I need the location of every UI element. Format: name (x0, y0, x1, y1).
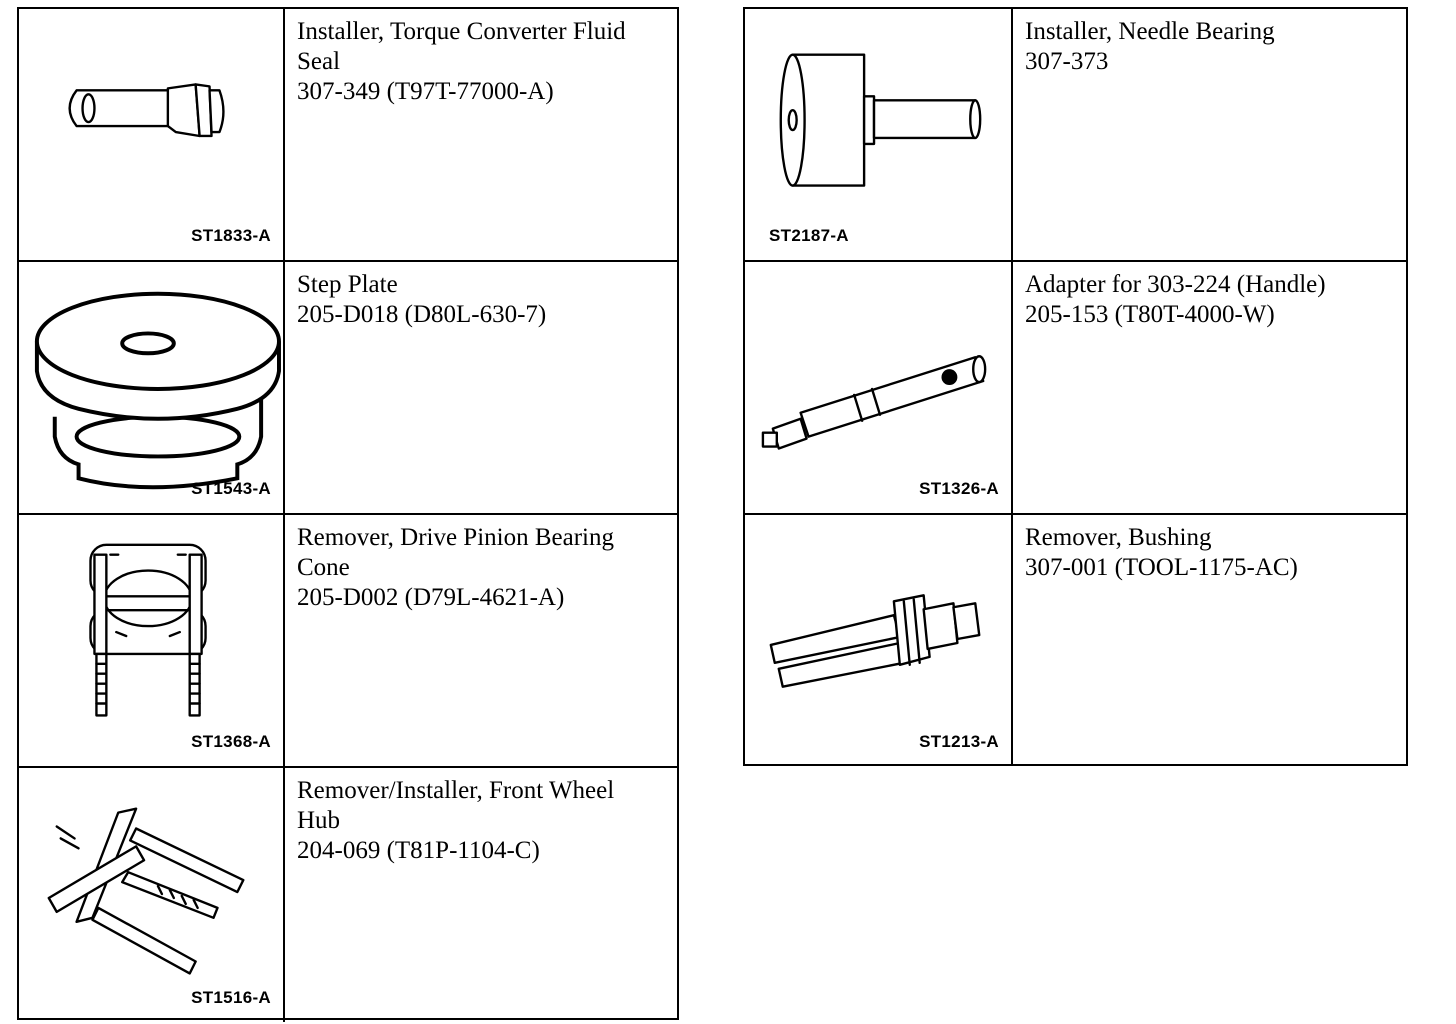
tool-description: Step Plate 205-D018 (D80L-630-7) (285, 262, 677, 513)
tool-name: Installer, Needle Bearing (1025, 18, 1275, 45)
tool-illustration-cell: ST1326-A (745, 262, 1013, 513)
tool-table-left: ST1833-A Installer, Torque Converter Flu… (17, 7, 679, 1022)
tool-number: 204-069 (T81P-1104-C) (297, 837, 540, 864)
step-plate-icon (34, 291, 281, 490)
tool-table-right: ST2187-A Installer, Needle Bearing 307-3… (743, 7, 1408, 766)
tool-row: ST1833-A Installer, Torque Converter Flu… (19, 9, 677, 262)
illustration-code: ST1326-A (919, 479, 999, 498)
tool-number: 205-D018 (D80L-630-7) (297, 301, 547, 328)
tool-number: 307-001 (TOOL-1175-AC) (1025, 554, 1298, 581)
tool-illustration-cell: ST1213-A (745, 515, 1013, 766)
tool-description: Installer, Needle Bearing 307-373 (1013, 9, 1406, 260)
illustration-code: ST1516-A (191, 988, 271, 1007)
illustration-code: ST1833-A (191, 226, 271, 245)
tool-row: ST1543-A Step Plate 205-D018 (D80L-630-7… (19, 262, 677, 515)
tool-illustration-cell: ST1543-A (19, 262, 285, 513)
tool-number: 307-349 (T97T-77000-A) (297, 78, 554, 105)
needle-bearing-installer-icon (779, 53, 982, 187)
illustration-code: ST1213-A (919, 732, 999, 751)
tool-name: Remover/Installer, Front Wheel Hub (297, 777, 615, 834)
tool-row: ST1326-A Adapter for 303-224 (Handle) 20… (745, 262, 1406, 515)
tool-description: Remover/Installer, Front Wheel Hub 204-0… (285, 768, 677, 1022)
tool-row: ST1368-A Remover, Drive Pinion Bearing C… (19, 515, 677, 768)
tool-name: Adapter for 303-224 (Handle) (1025, 271, 1326, 298)
tool-description: Remover, Bushing 307-001 (TOOL-1175-AC) (1013, 515, 1406, 766)
wheel-hub-tool-icon (47, 807, 245, 975)
tool-illustration-cell: ST1516-A (19, 768, 285, 1022)
handle-adapter-icon (761, 355, 987, 450)
tool-description: Installer, Torque Converter Fluid Seal 3… (285, 9, 677, 260)
tool-row: ST1213-A Remover, Bushing 307-001 (TOOL-… (745, 515, 1406, 766)
tool-illustration-cell: ST1368-A (19, 515, 285, 766)
tool-number: 205-153 (T80T-4000-W) (1025, 301, 1275, 328)
tool-description: Adapter for 303-224 (Handle) 205-153 (T8… (1013, 262, 1406, 513)
tool-number: 205-D002 (D79L-4621-A) (297, 584, 565, 611)
tool-description: Remover, Drive Pinion Bearing Cone 205-D… (285, 515, 677, 766)
illustration-code: ST1368-A (191, 732, 271, 751)
illustration-code: ST2187-A (769, 226, 849, 245)
tool-name: Remover, Bushing (1025, 524, 1212, 551)
torque-converter-seal-installer-icon (68, 83, 225, 138)
tool-row: ST2187-A Installer, Needle Bearing 307-3… (745, 9, 1406, 262)
tool-name: Installer, Torque Converter Fluid Seal (297, 18, 626, 75)
bushing-remover-icon (769, 594, 981, 688)
tool-number: 307-373 (1025, 48, 1109, 75)
tool-name: Step Plate (297, 271, 398, 298)
tool-name: Remover, Drive Pinion Bearing Cone (297, 524, 614, 581)
illustration-code: ST1543-A (191, 479, 271, 498)
tool-row: ST1516-A Remover/Installer, Front Wheel … (19, 768, 677, 1022)
bearing-cone-remover-icon (89, 543, 207, 717)
tool-illustration-cell: ST2187-A (745, 9, 1013, 260)
tool-illustration-cell: ST1833-A (19, 9, 285, 260)
